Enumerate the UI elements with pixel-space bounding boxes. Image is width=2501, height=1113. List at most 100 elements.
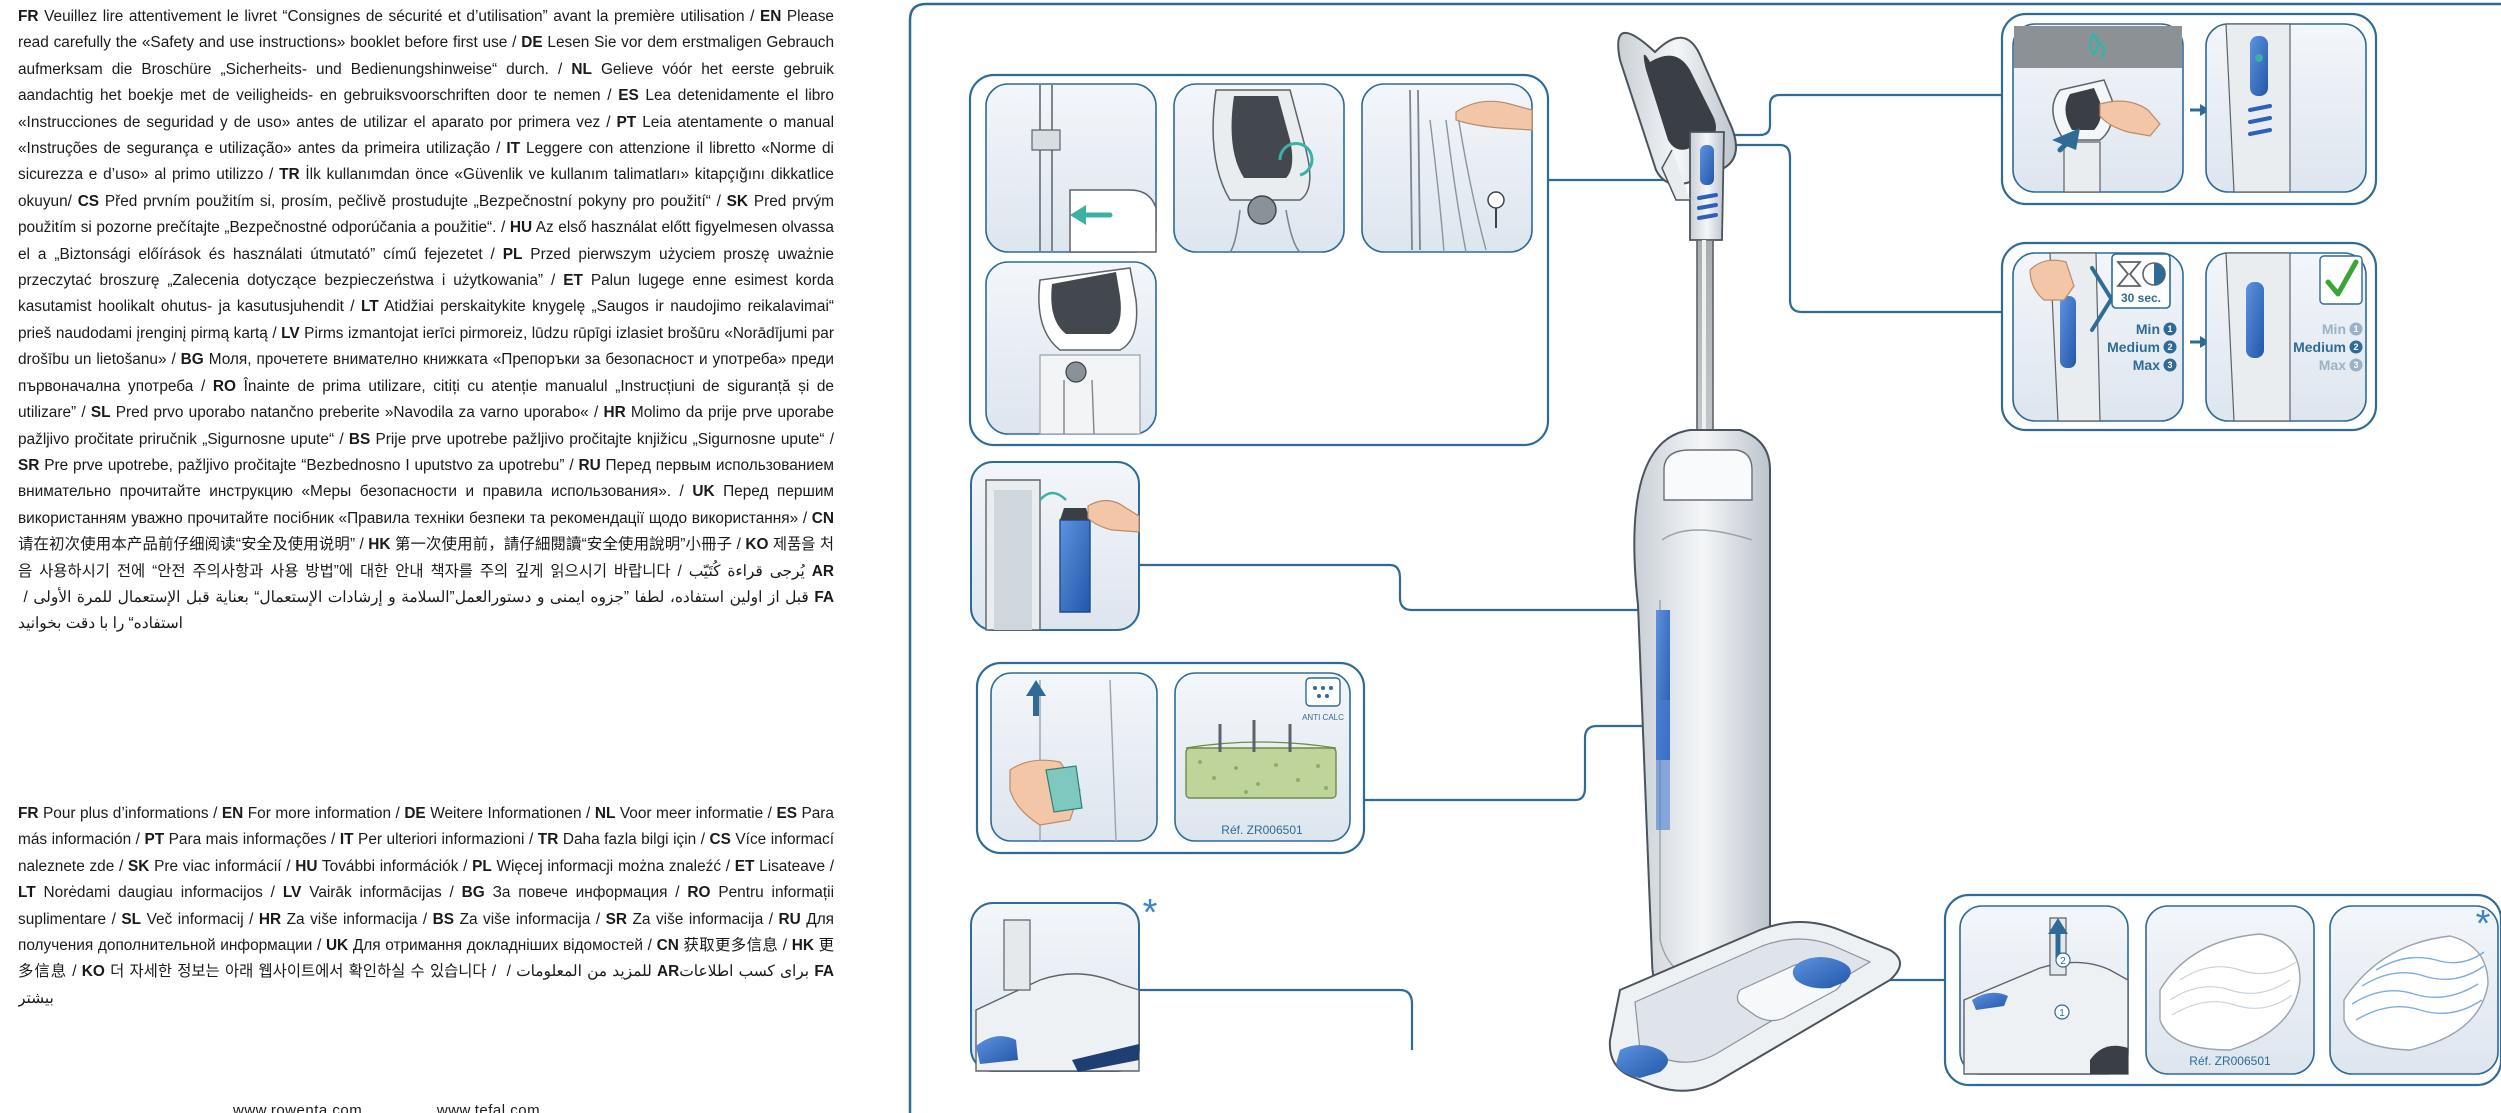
language-text: Molimo da prije prve uporabe pažljivo pr…	[18, 404, 834, 448]
language-text: Palun lugege enne esimest korda kasutami…	[18, 272, 834, 316]
language-code: BS	[432, 910, 455, 928]
intro-fa: FA قبل از اولين استفاده، لطفا ”جزوه ایمن…	[18, 589, 834, 632]
more_info-ru: RU Для получения дополнительной информац…	[18, 911, 834, 954]
language-code: HU	[295, 857, 318, 875]
language-code: KO	[745, 536, 769, 554]
language-text: Leia atentamente o manual «Instruções de…	[18, 113, 834, 158]
language-text: قبل از اولين استفاده، لطفا ”جزوه ایمنی و…	[18, 588, 815, 633]
intro-lv: LV Pirms izmantojat ierīci pirmoreiz, lū…	[18, 325, 834, 368]
language-text: برای کسب اطلاعات بیشتر	[18, 963, 815, 1007]
more_info-pt: PT Para mais informações /	[144, 831, 339, 848]
language-text: Za više informacija /	[281, 910, 433, 928]
setting-min-label-2: Min	[2322, 321, 2346, 337]
language-code: CN	[656, 937, 679, 955]
language-code: LV	[281, 324, 300, 342]
more_info-ko: KO 더 자세한 정보는 아래 웹사이트에서 확인하실 수 있습니다 /	[82, 963, 502, 980]
language-code: FR	[18, 805, 39, 822]
language-code: KO	[81, 963, 105, 981]
intro-uk: UK Перед першим використанням уважно про…	[18, 483, 834, 526]
language-code: BG	[180, 351, 204, 369]
language-text: Leggere con attenzione il libretto «Norm…	[18, 140, 834, 184]
setting-max-label-2: Max	[2319, 357, 2346, 373]
intro-ro: RO Înainte de prima utilizare, citiți cu…	[18, 378, 834, 421]
more_info-bs: BS Za više informacija /	[433, 911, 606, 928]
setting-max-label: Max	[2133, 357, 2160, 373]
language-code: HU	[509, 219, 533, 237]
pad-reference: Réf. ZR006501	[2189, 1054, 2271, 1068]
language-code: DE	[521, 34, 543, 52]
language-text: Pirms izmantojat ierīci pirmoreiz, lūdzu…	[18, 324, 834, 369]
language-text: Per ulteriori informazioni /	[353, 831, 538, 849]
more_info-bg: BG За повече информация /	[462, 884, 688, 901]
language-text: Veuillez lire attentivement le livret “C…	[38, 8, 760, 25]
language-text: Для отримання докладніших відомостей /	[348, 937, 657, 955]
website-tefal-link[interactable]: www.tefal.com	[436, 1102, 541, 1113]
filter-reference: Réf. ZR006501	[1221, 823, 1303, 837]
more_info-hr: HR Za više informacija /	[259, 911, 433, 928]
intro-sk: SK Pred prvým použitím si pozorne prečít…	[18, 193, 834, 236]
language-code: SK	[726, 192, 749, 210]
language-text: 第一次使用前，請仔細閱讀“安全使用說明”小冊子 /	[390, 536, 746, 554]
language-text: Za više informacija /	[454, 910, 606, 928]
language-text: Lesen Sie vor dem erstmaligen Gebrauch a…	[18, 34, 834, 78]
language-code: ES	[618, 87, 639, 105]
language-text: للمزيد من المعلومات /	[501, 963, 658, 981]
more_info-hk: HK 更多信息 /	[18, 937, 834, 980]
more_info-cs: CS Více informací naleznete zde /	[18, 831, 834, 874]
language-code: SR	[605, 910, 627, 928]
language-text: Для получения дополнительной информации …	[18, 910, 834, 955]
more_info-lt: LT Norėdami daugiau informacijos /	[18, 884, 283, 901]
language-code: ET	[734, 857, 755, 875]
intro-hr: HR Molimo da prije prve uporabe pažljivo…	[18, 404, 834, 447]
language-text: Weitere Informationen /	[425, 805, 595, 822]
more_info-uk: UK Для отримання докладніших відомостей …	[326, 937, 657, 954]
website-links: www.rowenta.com www.tefal.com	[233, 1102, 610, 1113]
language-code: AR	[811, 562, 834, 580]
instructions-text-column: FR Veuillez lire attentivement le livret…	[18, 4, 834, 1113]
more_info-sr: SR Za više informacija /	[606, 911, 779, 928]
intro-bs: BS Prije prve upotrebe pažljivo pročitaj…	[349, 431, 834, 448]
language-text: Please read carefully the «Safety and us…	[18, 8, 834, 52]
language-code: PT	[616, 113, 637, 131]
language-code: NL	[594, 805, 616, 822]
settings-timer-label: 30 sec.	[2121, 291, 2161, 305]
language-text: Před prvním použitím si, prosím, pečlivě…	[99, 192, 727, 210]
language-text: 更多信息 /	[18, 937, 834, 981]
intro-en: EN Please read carefully the «Safety and…	[18, 8, 834, 51]
asterisk-mark-left: *	[1143, 892, 1158, 934]
setting-max-number-2: 3	[2353, 360, 2358, 370]
intro-pt: PT Leia atentamente o manual «Instruções…	[18, 114, 834, 157]
steam-mop-illustration	[1608, 32, 1901, 1092]
intro-bg: BG Моля, прочетете внимателно книжката «…	[18, 351, 834, 394]
water-tank-panel	[970, 461, 1140, 631]
more_info-es: ES Para más información /	[18, 805, 834, 848]
language-code: FA	[814, 588, 834, 606]
more_info-ro: RO Pentru informații suplimentare /	[18, 884, 834, 927]
asterisk-mark-right: *	[2476, 903, 2491, 945]
language-text: Pred prvým použitím si pozorne prečítajt…	[18, 192, 834, 237]
language-code: PL	[502, 245, 523, 263]
setting-min-number-2: 1	[2353, 324, 2358, 334]
more_info-en: EN For more information /	[222, 805, 404, 822]
language-code: CS	[77, 192, 100, 210]
intro-lt: LT Atidžiai perskaitykite knygelę „Saugo…	[18, 298, 834, 341]
language-text: Az első használat előtt figyelmesen olva…	[18, 219, 834, 263]
language-text: Prije prve upotrebe pažljivo pročitajte …	[370, 430, 834, 448]
intro-sr: SR Pre prve upotrebe, pažljivo pročitajt…	[18, 457, 578, 474]
language-text: Înainte de prima utilizare, citiți cu at…	[18, 377, 834, 422]
intro-cs: CS Před prvním použitím si, prosím, pečl…	[78, 193, 727, 210]
more_info-tr: TR Daha fazla bilgi için /	[538, 831, 710, 848]
language-text: Pentru informații suplimentare /	[18, 884, 834, 928]
language-code: EN	[221, 805, 244, 822]
website-rowenta-link[interactable]: www.rowenta.com	[233, 1102, 363, 1113]
language-text: Моля, прочетете внимателно книжката «Пре…	[18, 351, 834, 395]
language-code: TR	[279, 166, 300, 184]
more_info-lv: LV Vairāk informācijas /	[283, 884, 462, 901]
setting-max-number: 3	[2167, 360, 2172, 370]
language-code: UK	[325, 937, 349, 955]
language-text: Více informací naleznete zde /	[18, 831, 834, 875]
language-text: 请在初次使用本产品前仔细阅读“安全及使用说明” /	[18, 536, 369, 554]
intro-nl: NL Gelieve vóór het eerste gebruik aanda…	[18, 61, 834, 104]
language-code: HR	[258, 910, 282, 928]
anticalc-filter-panel: ANTI CALC Réf. ZR006501	[975, 661, 1366, 855]
